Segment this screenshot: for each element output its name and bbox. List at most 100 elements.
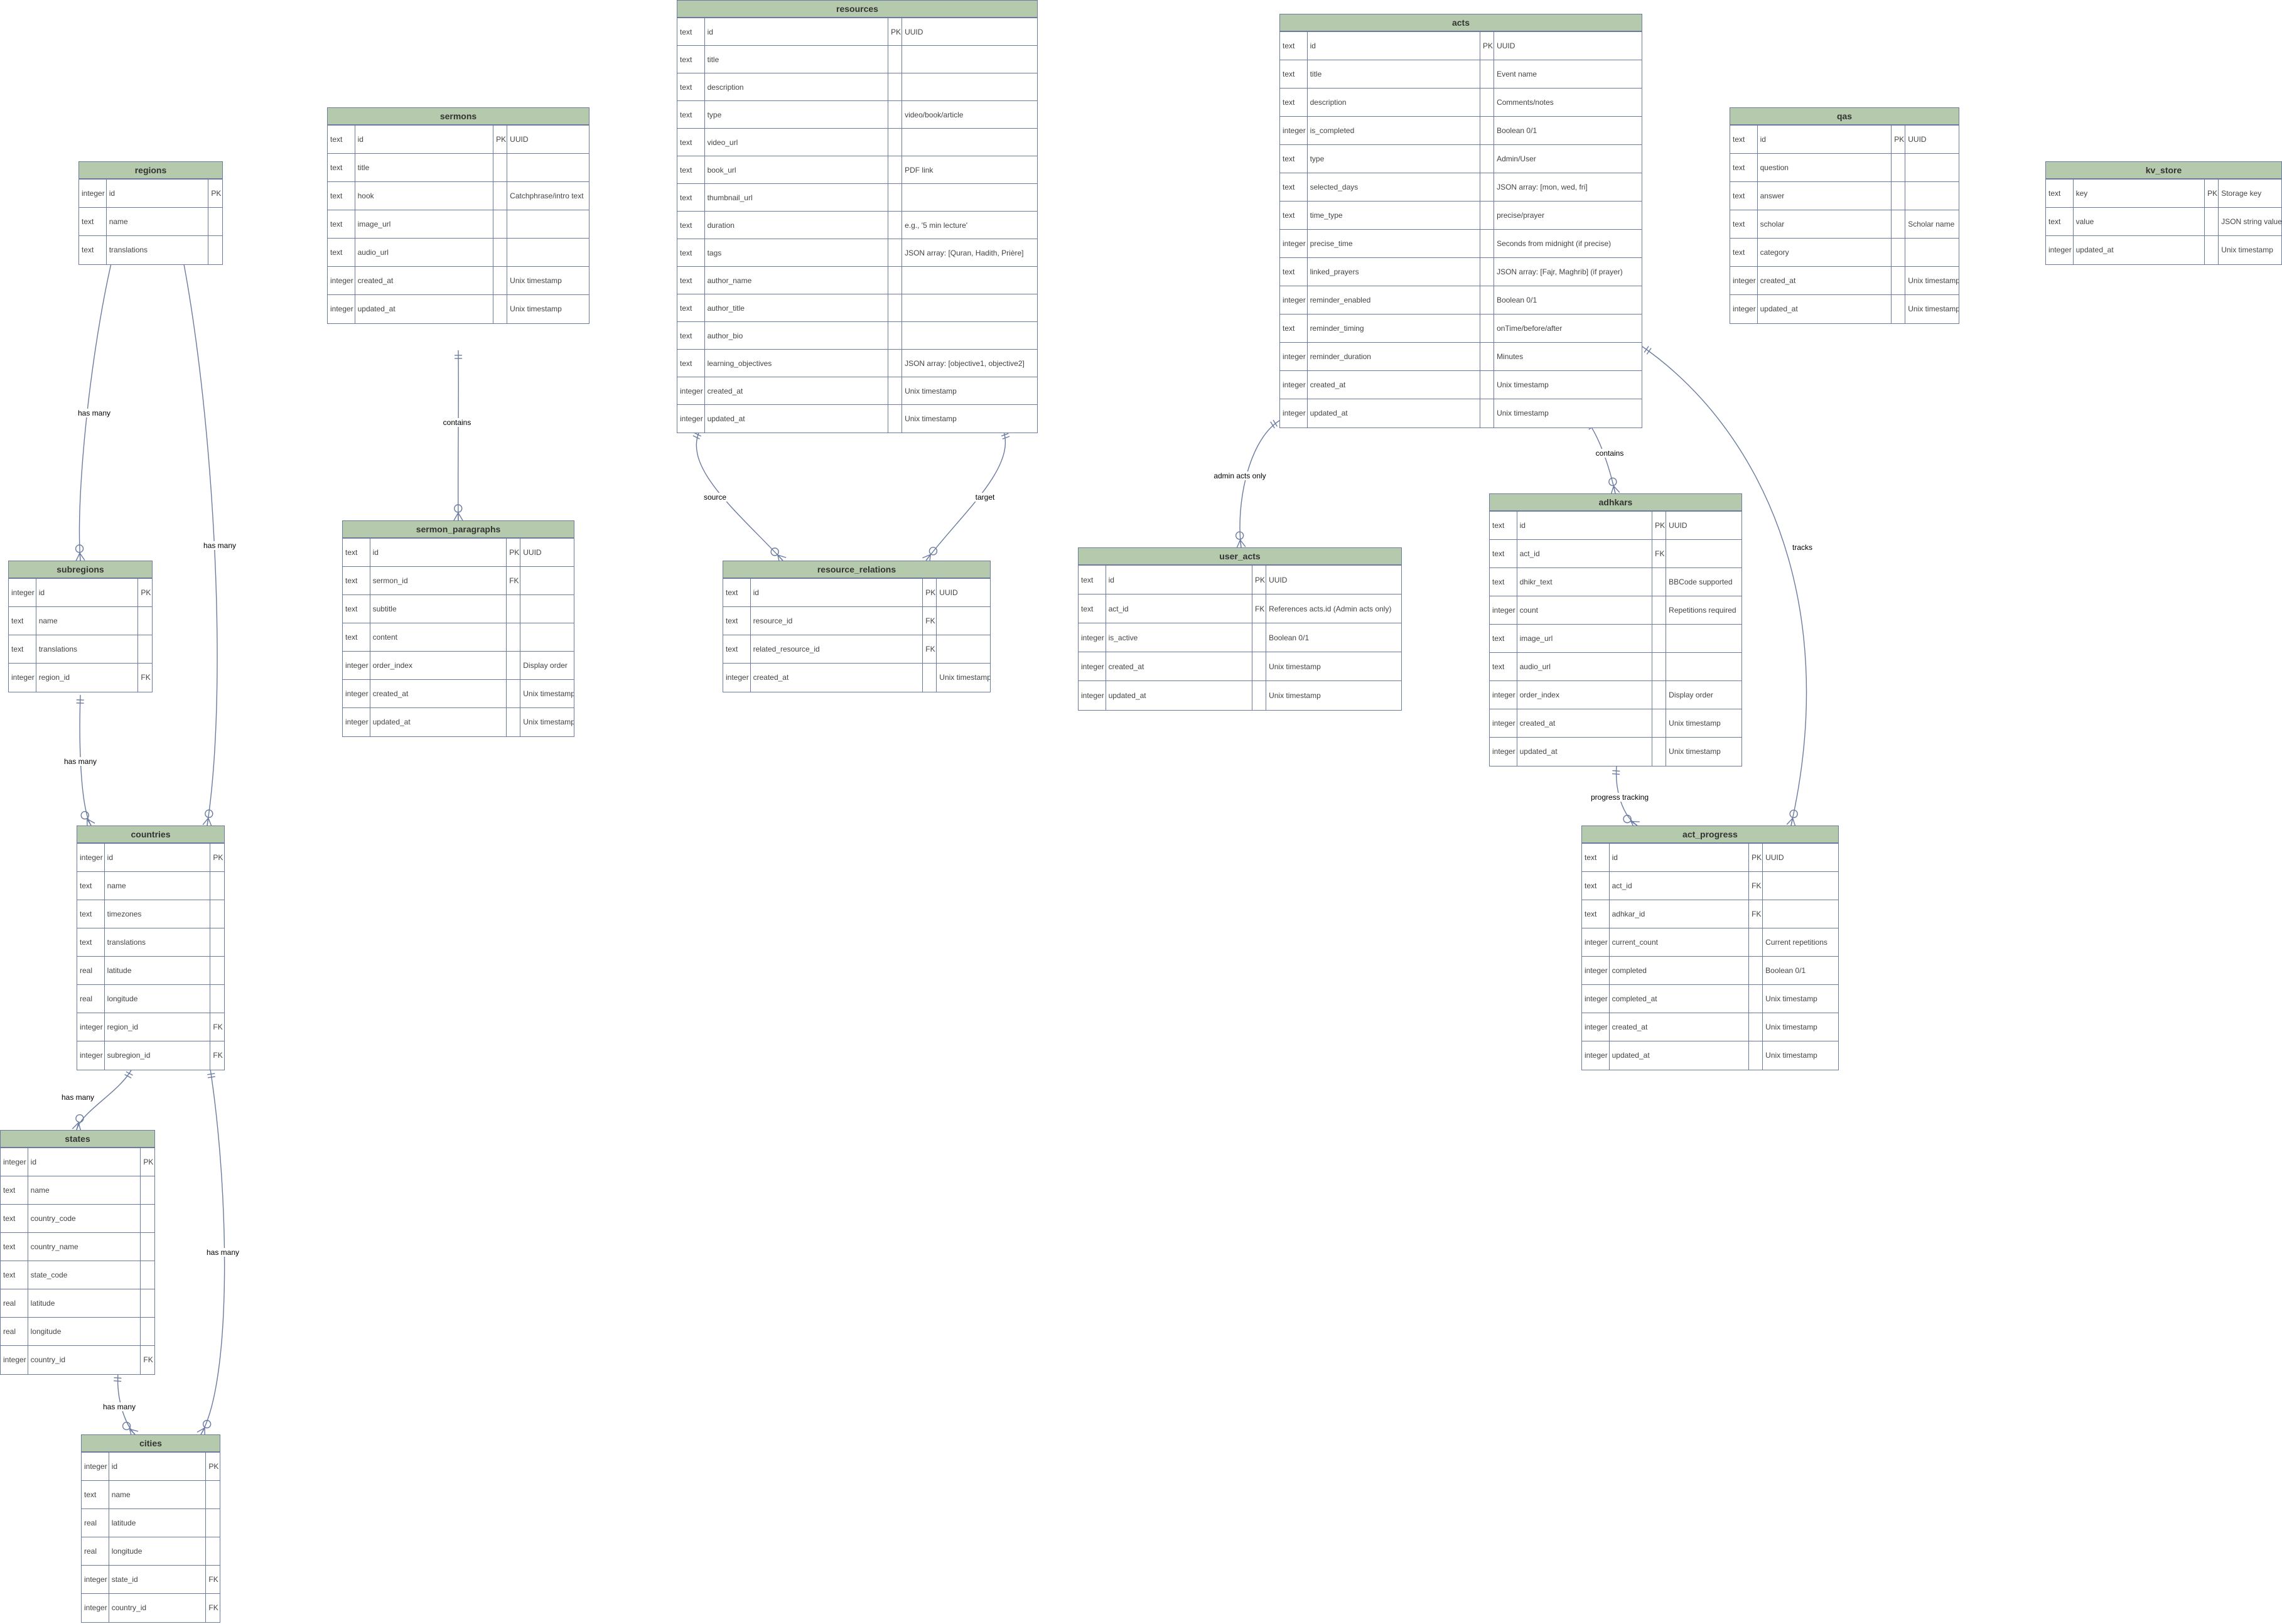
relationship-regions-countries[interactable]	[164, 188, 218, 827]
relationship-countries-cities[interactable]	[196, 1068, 225, 1437]
relationship-acts-act_progress[interactable]	[1642, 346, 1807, 827]
relationship-acts-user_acts[interactable]	[1235, 419, 1280, 549]
relationship-sermons-sermon_paragraphs[interactable]	[453, 350, 463, 521]
relationship-resources-resource_relations[interactable]	[922, 429, 1010, 564]
relationship-countries-states[interactable]	[72, 1068, 133, 1131]
